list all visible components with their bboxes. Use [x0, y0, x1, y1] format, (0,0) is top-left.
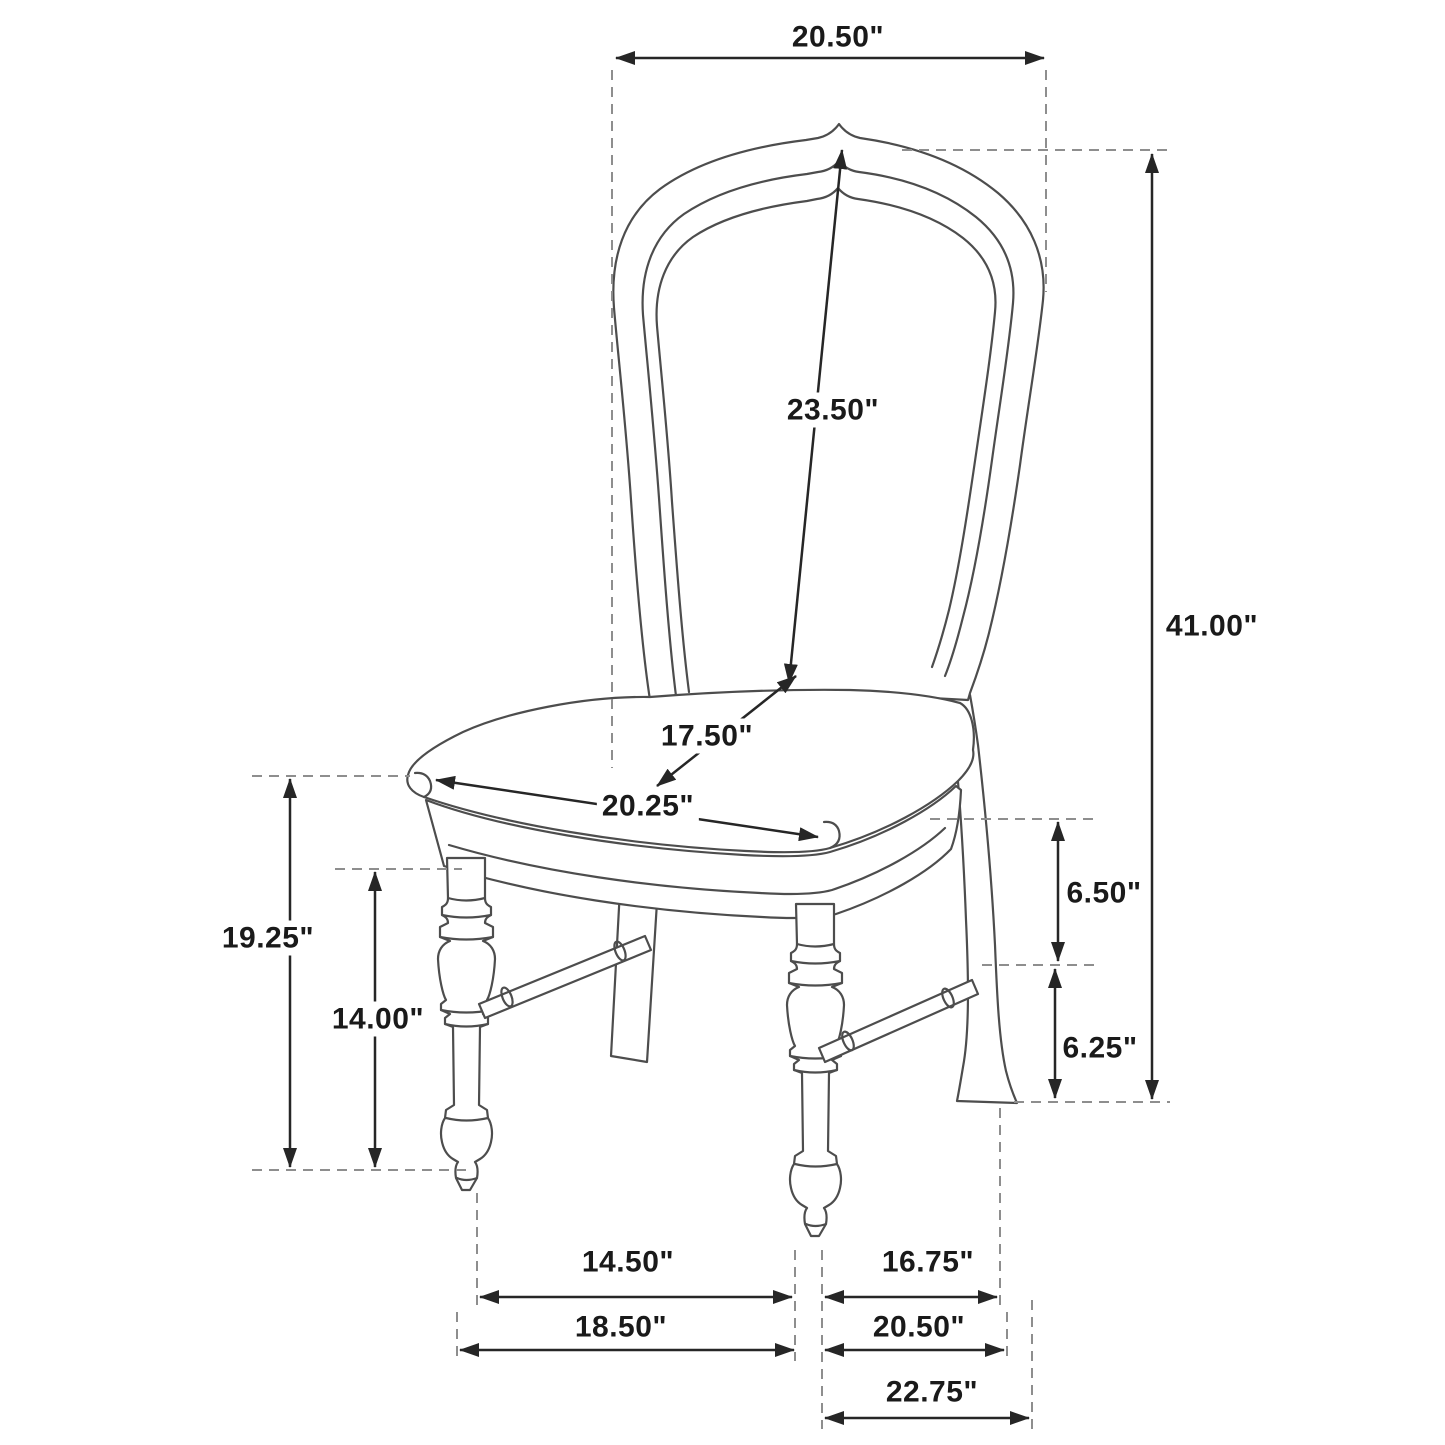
- label-leg-height: 14.00": [326, 1001, 430, 1037]
- label-front-leg-spacing: 14.50": [576, 1244, 680, 1280]
- left-stretcher: [477, 934, 653, 1020]
- label-stretcher-to-floor: 6.25": [1057, 1030, 1143, 1066]
- seat-apron: [424, 784, 963, 920]
- right-stretcher-bar: [817, 978, 980, 1064]
- seat-corner-curl-left: [413, 771, 433, 799]
- label-overall-depth: 22.75": [880, 1374, 984, 1410]
- front-left-leg: [436, 856, 497, 1192]
- label-seat-to-stretcher: 6.50": [1061, 875, 1147, 911]
- front-right-leg: [785, 902, 846, 1238]
- left-stretcher-ring-back: [613, 940, 627, 962]
- apron-molding-line: [447, 826, 947, 896]
- right-stretcher-ring-front: [841, 1030, 855, 1052]
- front-leg-outline: [436, 856, 497, 1192]
- left-stretcher-bar: [477, 934, 653, 1020]
- label-seat-width: 20.25": [596, 788, 700, 824]
- label-side-depth: 20.50": [867, 1309, 971, 1345]
- extension-lines: [252, 70, 1170, 1429]
- right-stretcher-ring-back: [941, 987, 955, 1009]
- label-front-width: 18.50": [569, 1309, 673, 1345]
- label-seat-depth: 17.50": [655, 718, 759, 754]
- label-backrest-height: 23.50": [781, 392, 885, 428]
- left-stretcher-ring-front: [500, 986, 514, 1008]
- label-side-leg-spacing: 16.75": [876, 1244, 980, 1280]
- label-overall-height: 41.00": [1160, 608, 1264, 644]
- seat-corner-curl-right: [822, 820, 841, 850]
- right-stretcher: [817, 978, 980, 1064]
- chair-illustration: [406, 122, 1045, 1238]
- label-back-top-width: 20.50": [786, 19, 890, 55]
- rear-right-leg: [948, 693, 1019, 1105]
- label-seat-height: 19.25": [216, 920, 320, 956]
